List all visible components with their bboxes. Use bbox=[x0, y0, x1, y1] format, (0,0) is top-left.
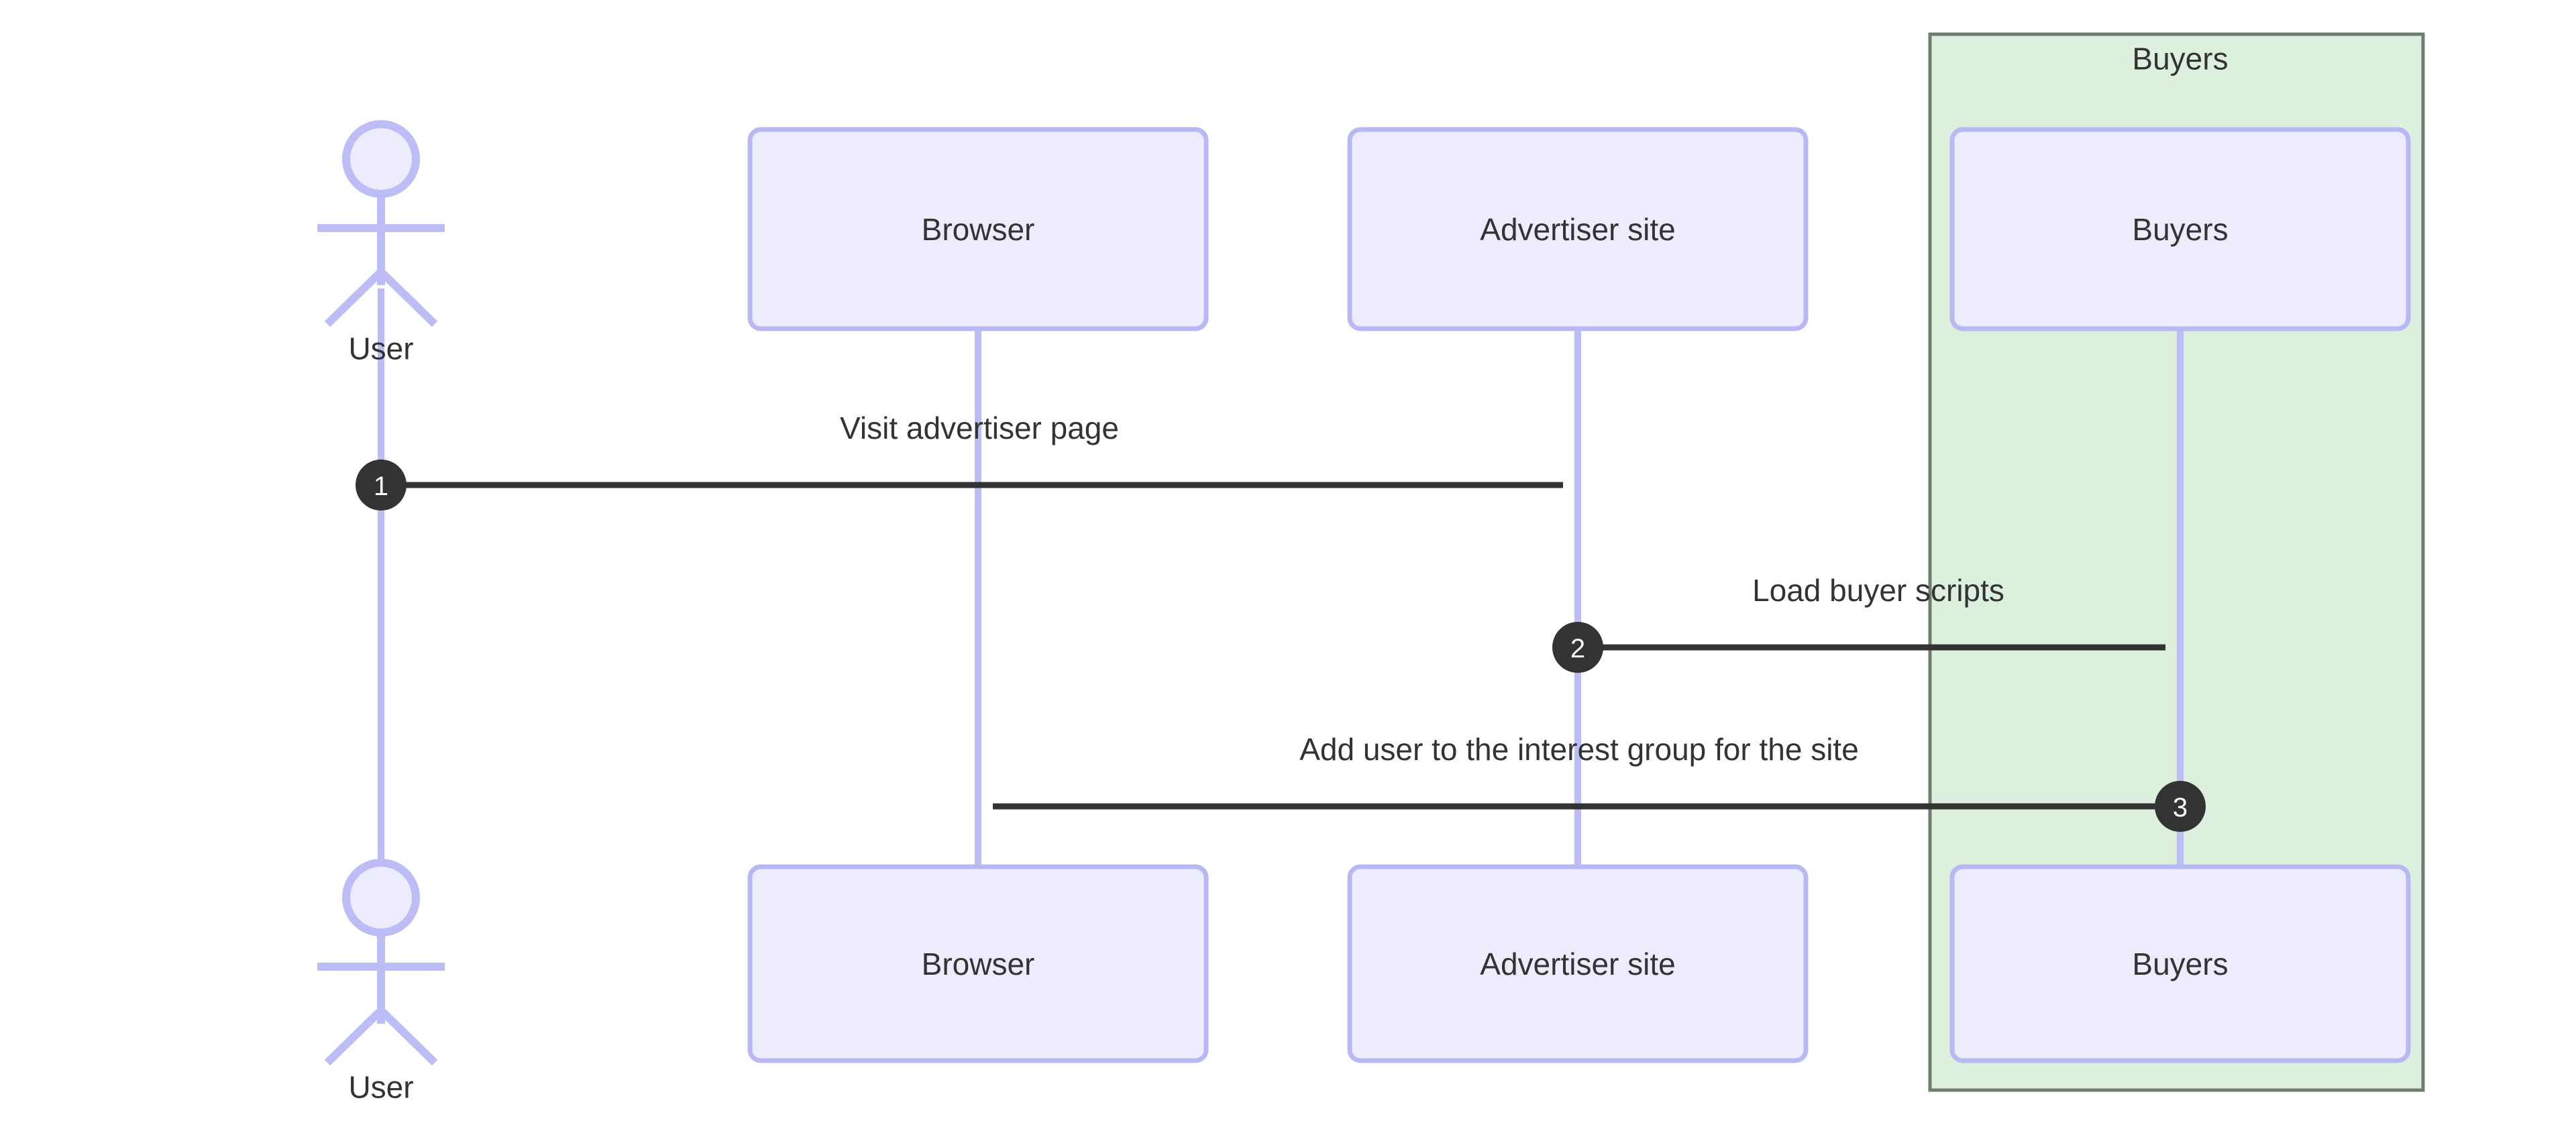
sequence-badge-circle[interactable] bbox=[356, 460, 407, 511]
sequence-number: 1 bbox=[374, 472, 388, 501]
actor-head-icon bbox=[342, 859, 420, 937]
participant-box-advertiser-top[interactable]: Advertiser site bbox=[1347, 127, 1809, 331]
actor-user-bottom: User bbox=[317, 859, 445, 1105]
lifelines bbox=[378, 288, 2184, 886]
participant-box-buyers-top[interactable]: Buyers bbox=[1949, 127, 2411, 331]
actor-leg-left bbox=[324, 1007, 384, 1066]
message-2[interactable]: Load buyer scripts 2 bbox=[1552, 573, 2166, 673]
actor-label-user-bottom: User bbox=[348, 1070, 413, 1105]
message-label: Load buyer scripts bbox=[1752, 573, 2004, 608]
actor-label-user-top: User bbox=[348, 331, 413, 366]
actor-leg-left bbox=[324, 268, 384, 327]
participant-box-browser-top[interactable]: Browser bbox=[747, 127, 1209, 331]
participant-label: Browser bbox=[922, 212, 1035, 247]
message-3[interactable]: Add user to the interest group for the s… bbox=[992, 732, 2206, 832]
participant-box-browser-bottom[interactable]: Browser bbox=[747, 864, 1209, 1063]
participant-label: Buyers bbox=[2132, 947, 2228, 981]
actor-head-icon bbox=[342, 120, 420, 198]
participant-box-shape[interactable] bbox=[1347, 127, 1809, 331]
sequence-badge-circle[interactable] bbox=[1552, 622, 1603, 673]
participant-box-shape[interactable] bbox=[747, 864, 1209, 1063]
actor-user-top: User bbox=[317, 120, 445, 366]
participant-box-shape[interactable] bbox=[747, 127, 1209, 331]
sequence-number: 3 bbox=[2173, 793, 2188, 822]
message-label: Visit advertiser page bbox=[840, 411, 1119, 445]
participant-box-buyers-bottom[interactable]: Buyers bbox=[1949, 864, 2411, 1063]
participant-label: Buyers bbox=[2132, 212, 2228, 247]
message-label: Add user to the interest group for the s… bbox=[1299, 732, 1859, 767]
participant-box-advertiser-bottom[interactable]: Advertiser site bbox=[1347, 864, 1809, 1063]
participant-label: Browser bbox=[922, 947, 1035, 981]
participant-box-shape[interactable] bbox=[1949, 127, 2411, 331]
participant-label: Advertiser site bbox=[1480, 212, 1675, 247]
actor-leg-right bbox=[378, 268, 438, 327]
message-1[interactable]: Visit advertiser page 1 bbox=[356, 411, 1564, 511]
group-label: Buyers bbox=[2132, 42, 2228, 76]
sequence-badge-circle[interactable] bbox=[2155, 781, 2206, 832]
participant-box-shape[interactable] bbox=[1347, 864, 1809, 1063]
sequence-number: 2 bbox=[1570, 634, 1585, 663]
participant-label: Advertiser site bbox=[1480, 947, 1675, 981]
actor-leg-right bbox=[378, 1007, 438, 1066]
participant-box-shape[interactable] bbox=[1949, 864, 2411, 1063]
